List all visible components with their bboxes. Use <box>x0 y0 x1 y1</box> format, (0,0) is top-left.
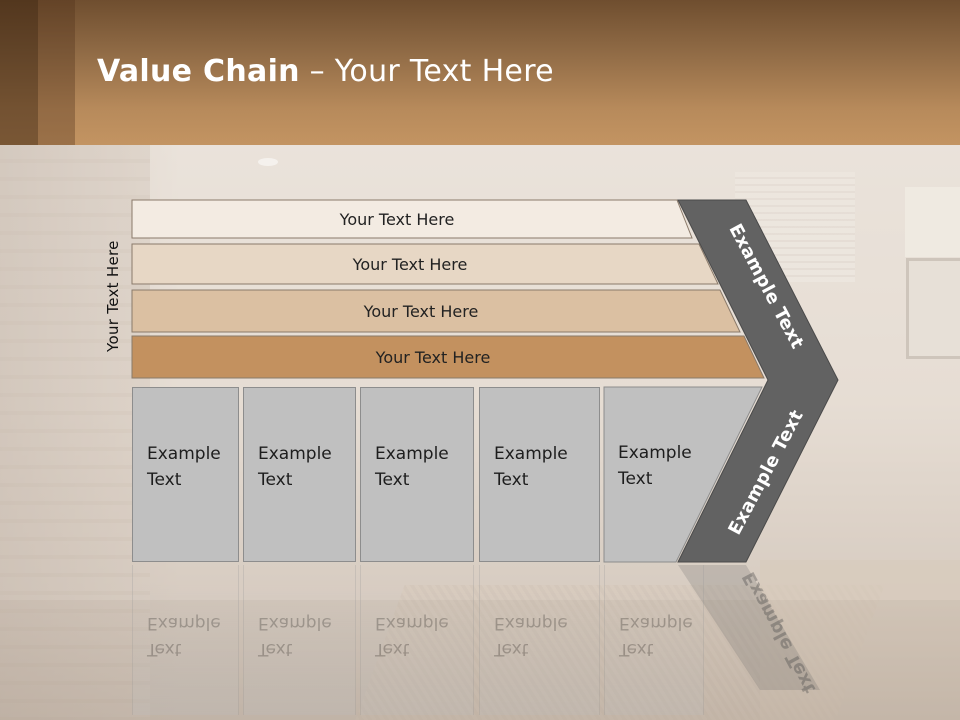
support-bar-4-label: Your Text Here <box>375 347 491 367</box>
primary-box-3-reflection: Text Example <box>360 565 474 715</box>
primary-box-4-line2: Text <box>494 470 529 490</box>
background-floor <box>0 600 960 720</box>
support-bar-2[interactable]: Your Text Here <box>132 244 718 284</box>
primary-box-3-line1: Example <box>375 444 449 464</box>
support-bar-3-label: Your Text Here <box>363 301 479 321</box>
header-banner: Value Chain – Your Text Here <box>0 0 960 145</box>
background-sofa <box>760 560 960 720</box>
primary-box-4-reflection: Text Example <box>479 565 600 715</box>
reflection-line1: Example <box>494 613 568 633</box>
support-bar-3[interactable]: Your Text Here <box>132 290 740 332</box>
primary-box-2-line1: Example <box>258 444 332 464</box>
reflection-line2: Text <box>619 639 654 659</box>
support-bar-4-outline <box>131 335 765 379</box>
primary-box-2-reflection: Text Example <box>243 565 356 715</box>
primary-box-2[interactable]: Example Text <box>243 387 356 562</box>
header-accent-dark <box>0 0 38 145</box>
background-lamp <box>905 187 960 257</box>
reflection-line1: Example <box>375 613 449 633</box>
background-ceiling-light <box>258 158 278 166</box>
margin-chevron-reflection <box>678 565 820 690</box>
support-bar-4[interactable]: Your Text Here <box>132 336 764 378</box>
support-bar-1[interactable]: Your Text Here <box>132 200 692 238</box>
margin-chevron <box>677 199 839 563</box>
primary-box-1-line1: Example <box>147 444 221 464</box>
reflection-line2: Text <box>494 639 529 659</box>
primary-box-4-line1: Example <box>494 444 568 464</box>
primary-box-5-reflection: Text Example <box>604 565 704 715</box>
primary-box-1[interactable]: Example Text <box>132 387 239 562</box>
support-bar-1-label: Your Text Here <box>339 209 455 229</box>
primary-box-1-reflection: Text Example <box>132 565 239 715</box>
slide-title: Value Chain – Your Text Here <box>97 54 554 89</box>
support-bar-3-outline <box>131 289 741 333</box>
support-bar-2-outline <box>131 243 719 285</box>
title-bold: Value Chain <box>97 54 300 89</box>
primary-box-5-shape <box>603 386 763 563</box>
primary-box-2-line2: Text <box>258 470 293 490</box>
reflection-line2: Text <box>375 639 410 659</box>
background-stairs <box>0 145 150 720</box>
reflection-line1: Example <box>258 613 332 633</box>
reflection-line2: Text <box>147 639 182 659</box>
primary-box-3[interactable]: Example Text <box>360 387 474 562</box>
header-accent-mid <box>38 0 75 145</box>
title-rest: – Your Text Here <box>299 54 554 89</box>
support-bar-2-label: Your Text Here <box>352 254 468 274</box>
primary-box-5-line2: Text <box>618 469 653 489</box>
primary-box-1-line2: Text <box>147 470 182 490</box>
background-picture-frame <box>906 258 960 359</box>
primary-box-4[interactable]: Example Text <box>479 387 600 562</box>
primary-box-5-line1: Example <box>618 443 692 463</box>
reflection-line1: Example <box>147 613 221 633</box>
support-bar-1-outline <box>131 199 693 239</box>
primary-box-5[interactable]: Example Text <box>604 387 704 562</box>
primary-box-3-line2: Text <box>375 470 410 490</box>
reflection-line1: Example <box>619 613 693 633</box>
reflection-line2: Text <box>258 639 293 659</box>
